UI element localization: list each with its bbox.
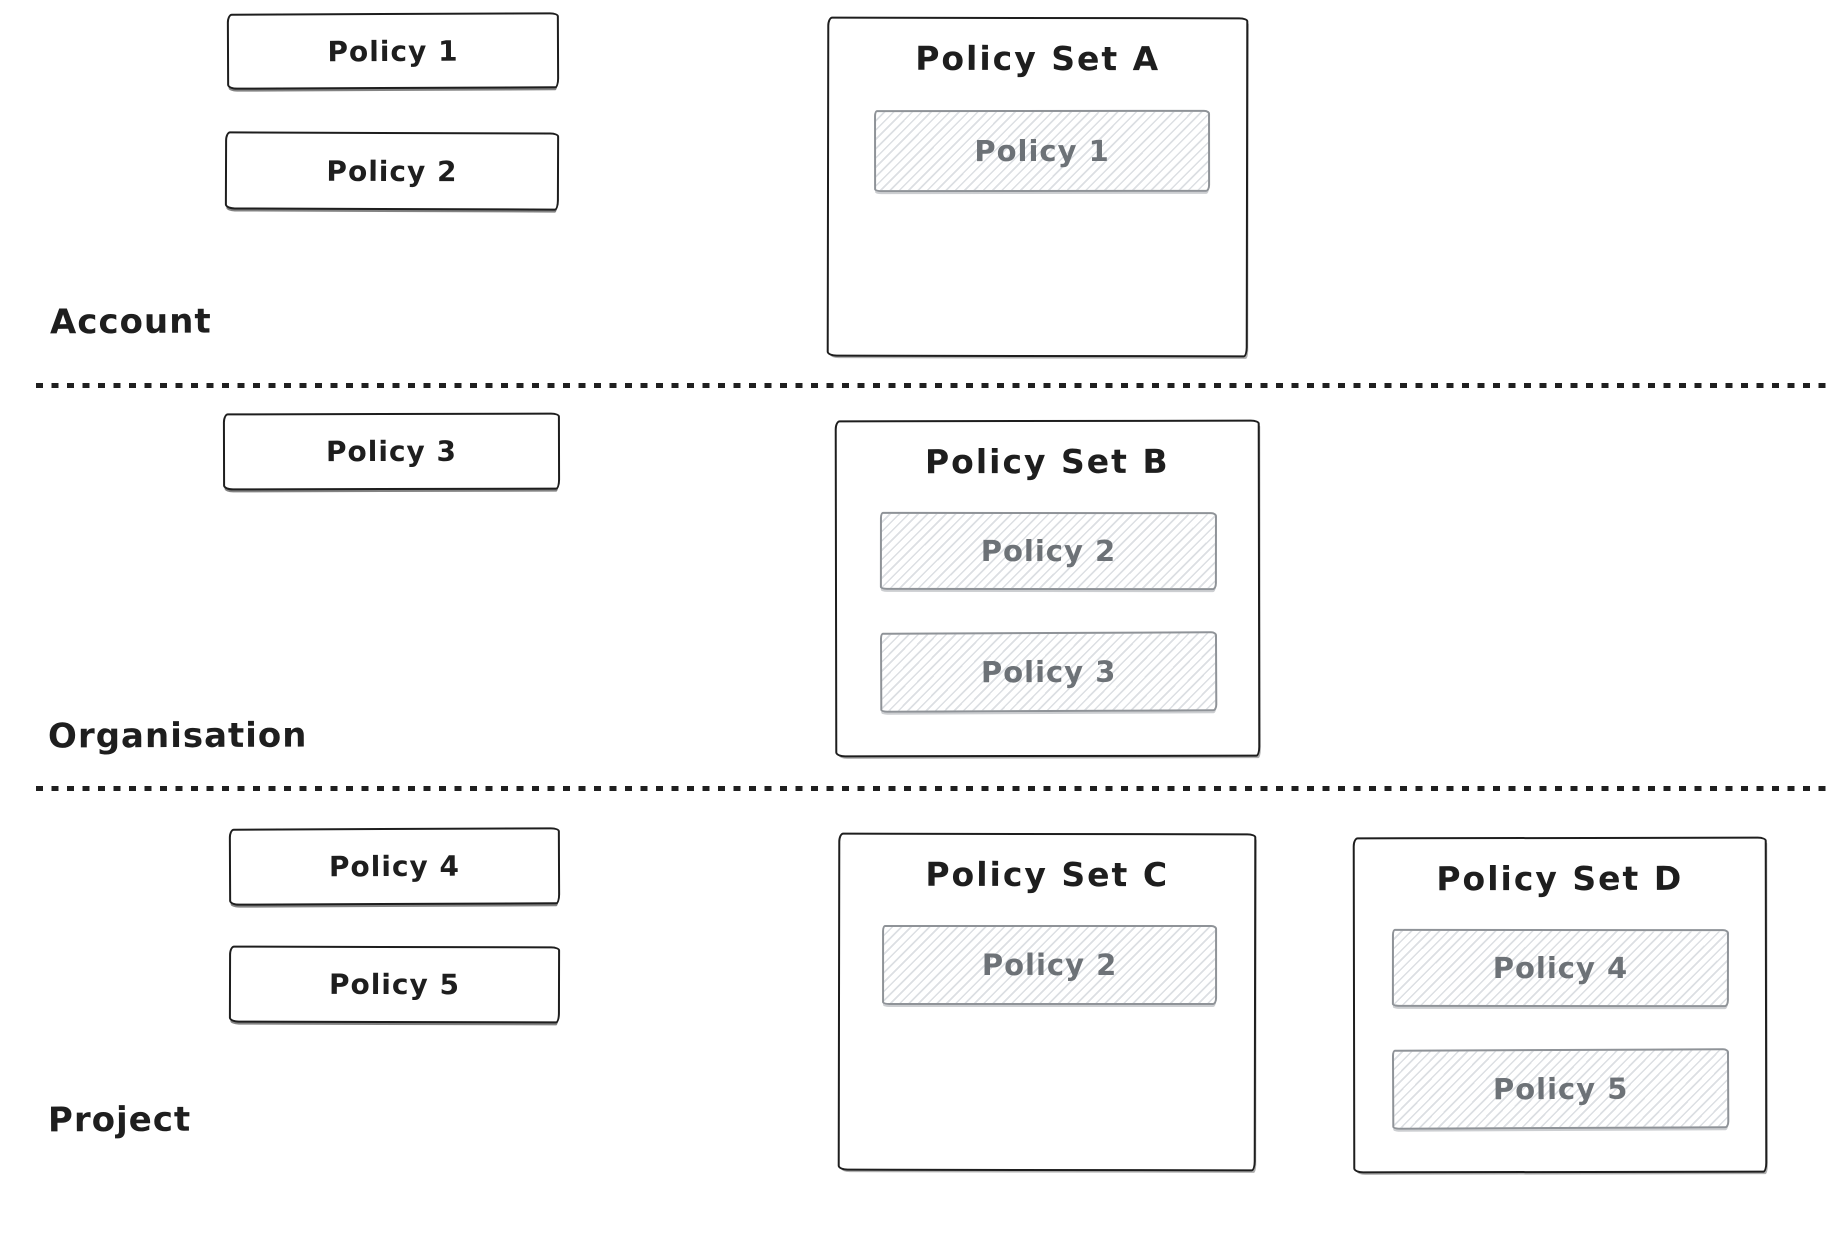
section-label-project: Project — [47, 1099, 192, 1141]
member-label: Policy 2 — [980, 533, 1117, 569]
member-label: Policy 1 — [974, 133, 1110, 169]
policy-box-policy-2: Policy 2 — [224, 131, 560, 211]
policy-set-member-policy-4: Policy 4 — [1391, 928, 1729, 1008]
policy-set-b: Policy Set B Policy 2 Policy 3 — [834, 419, 1261, 758]
policy-box-label: Policy 4 — [328, 849, 461, 884]
policy-box-policy-1: Policy 1 — [226, 12, 560, 90]
policy-set-member-policy-5: Policy 5 — [1391, 1048, 1730, 1130]
section-label-organisation: Organisation — [47, 715, 308, 757]
section-divider — [36, 786, 1826, 791]
policy-set-c: Policy Set C Policy 2 — [837, 832, 1257, 1172]
policy-set-title: Policy Set A — [915, 38, 1161, 79]
policy-set-d: Policy Set D Policy 4 Policy 5 — [1352, 836, 1768, 1174]
policy-set-a: Policy Set A Policy 1 — [826, 16, 1249, 358]
policy-box-policy-4: Policy 4 — [228, 827, 561, 906]
member-label: Policy 3 — [980, 654, 1117, 690]
policy-set-member-policy-2: Policy 2 — [882, 925, 1218, 1006]
policy-set-title: Policy Set D — [1436, 858, 1684, 899]
policy-set-title: Policy Set B — [924, 441, 1170, 482]
policy-box-policy-3: Policy 3 — [222, 412, 561, 491]
member-label: Policy 2 — [981, 948, 1118, 983]
section-label-account: Account — [49, 301, 212, 343]
section-divider — [36, 383, 1826, 388]
policy-box-label: Policy 3 — [325, 434, 458, 469]
policy-box-label: Policy 5 — [328, 967, 461, 1002]
policy-box-label: Policy 2 — [326, 154, 458, 188]
policy-box-label: Policy 1 — [327, 34, 459, 68]
member-label: Policy 5 — [1492, 1071, 1629, 1107]
policy-set-member-policy-1: Policy 1 — [874, 109, 1211, 193]
policy-box-policy-5: Policy 5 — [228, 945, 561, 1024]
policy-set-member-policy-3: Policy 3 — [879, 631, 1218, 713]
member-label: Policy 4 — [1492, 950, 1629, 986]
policy-set-title: Policy Set C — [925, 854, 1170, 895]
policy-set-member-policy-2: Policy 2 — [879, 511, 1217, 591]
